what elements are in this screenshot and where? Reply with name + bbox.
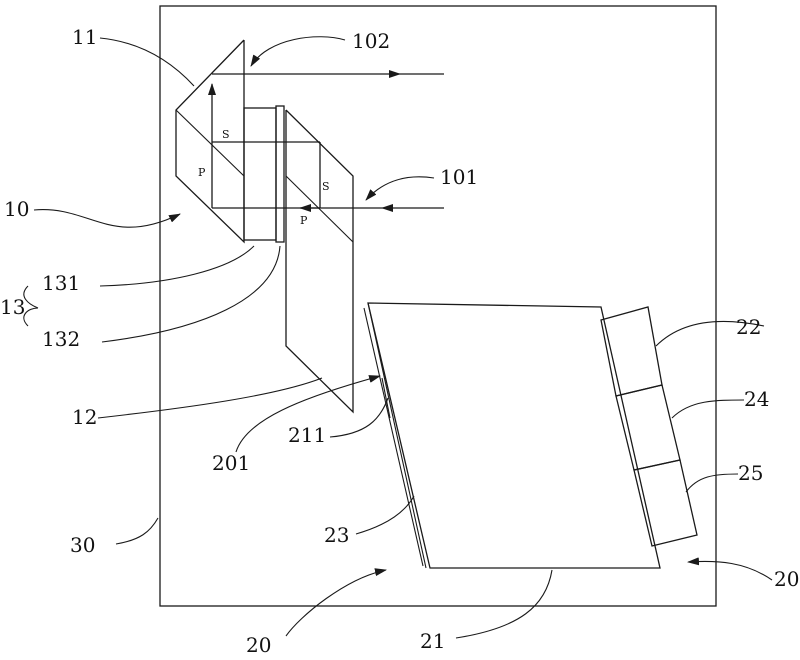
plate-23 (367, 302, 427, 569)
label-22: 22 (736, 315, 761, 339)
label-201: 201 (212, 451, 250, 475)
label-101: 101 (440, 165, 478, 189)
block-25 (633, 459, 698, 547)
label-11: 11 (72, 25, 97, 49)
pol-s-upper: S (222, 128, 230, 141)
surface-211 (381, 377, 391, 419)
label-131: 131 (42, 271, 80, 295)
label-102: 102 (352, 29, 390, 53)
pol-p-lower: P (300, 214, 308, 227)
filter-stack-13 (243, 105, 285, 243)
block-22 (600, 306, 663, 397)
label-13: 13 (0, 295, 25, 319)
pol-s-lower: S (322, 180, 330, 193)
housing-30 (159, 5, 717, 607)
label-24: 24 (744, 387, 769, 411)
label-23: 23 (324, 523, 349, 547)
prism-11 (175, 39, 245, 244)
label-211: 211 (288, 423, 326, 447)
prism-12 (285, 109, 354, 414)
block-24 (615, 384, 681, 471)
label-25: 25 (738, 461, 763, 485)
label-20-bottom: 20 (246, 633, 271, 657)
label-21: 21 (420, 629, 445, 653)
leader-lines (23, 36, 773, 639)
body-21 (367, 302, 661, 569)
label-10: 10 (4, 197, 29, 221)
label-12: 12 (72, 405, 97, 429)
pol-p-upper: P (198, 166, 206, 179)
side-blocks (600, 306, 698, 547)
label-30: 30 (70, 533, 95, 557)
filter-132 (275, 105, 285, 243)
module-20 (363, 302, 661, 569)
filter-131 (243, 107, 277, 241)
label-20-right: 20 (774, 567, 799, 591)
light-rays (208, 70, 444, 212)
label-132: 132 (42, 327, 80, 351)
